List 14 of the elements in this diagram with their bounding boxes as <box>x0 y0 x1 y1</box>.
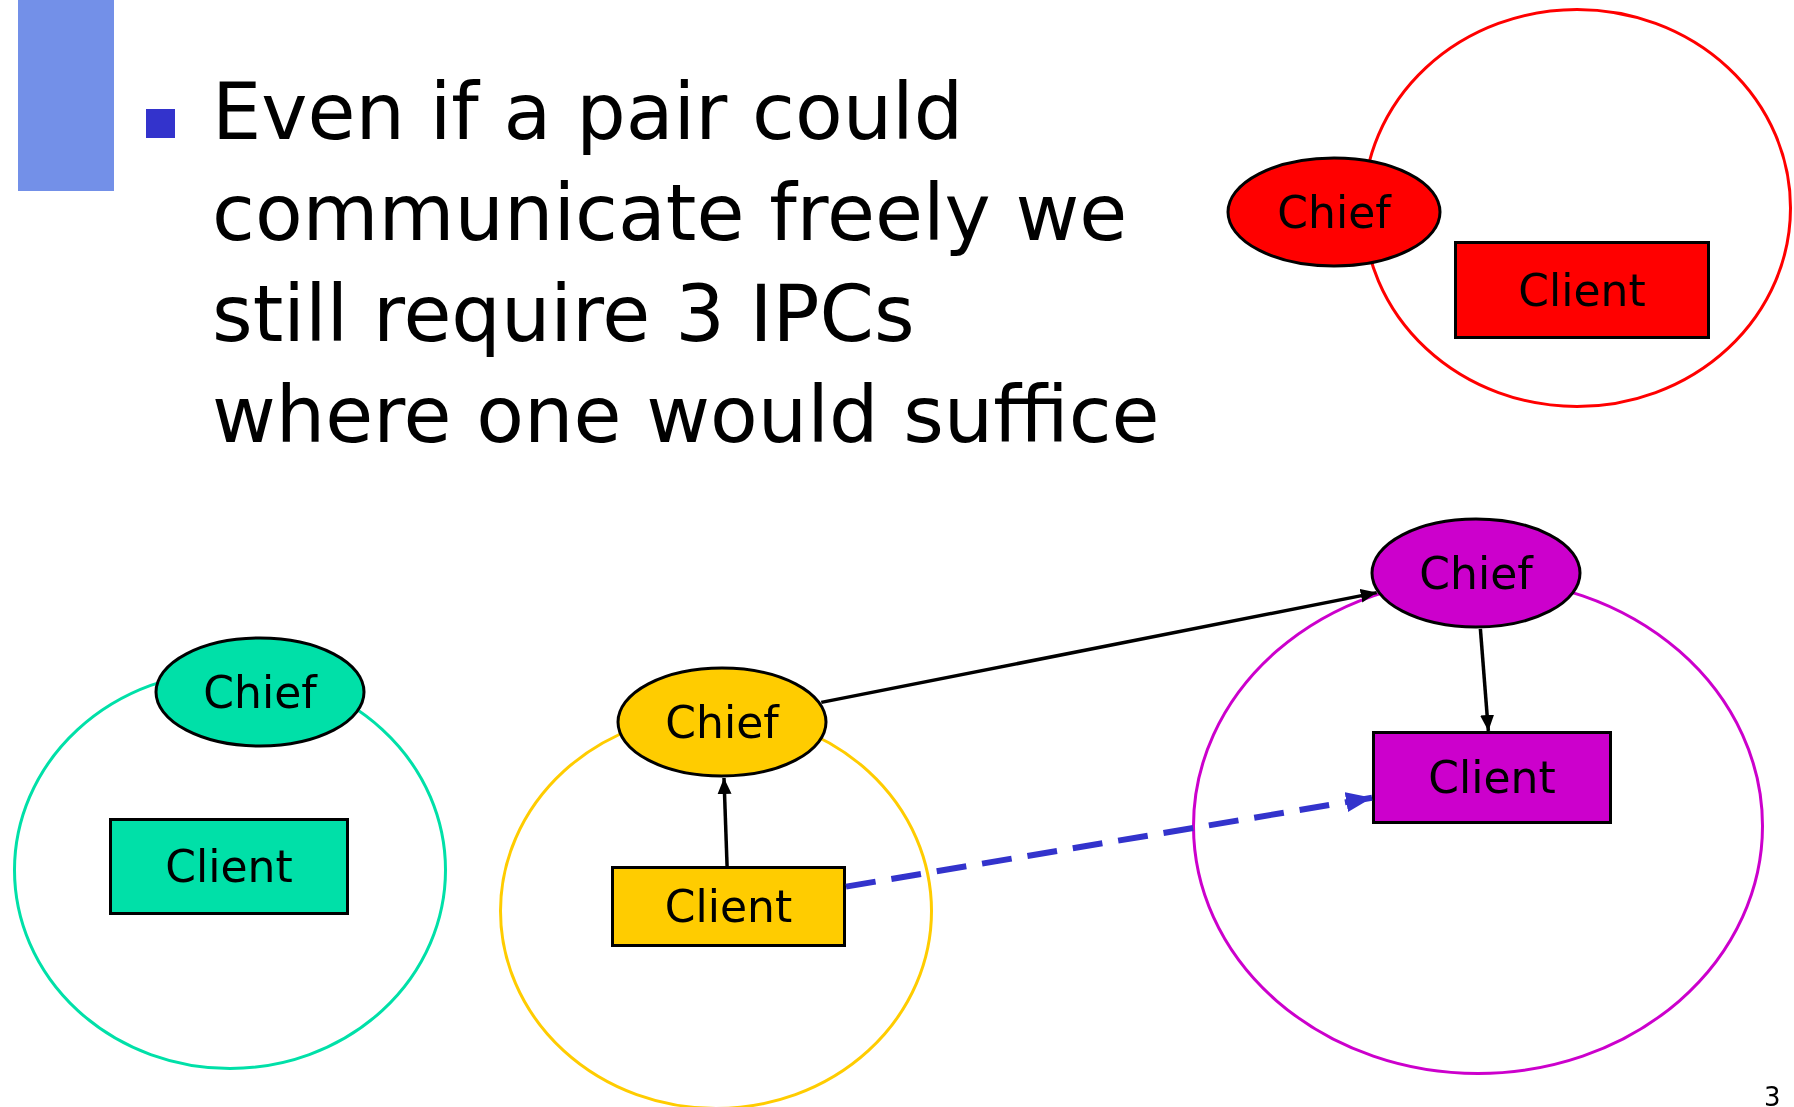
client-box: Client <box>1454 241 1710 339</box>
client-box: Client <box>611 866 846 947</box>
node-label: Chief <box>203 666 317 718</box>
node-label: Chief <box>1277 186 1391 238</box>
client-box: Client <box>1372 731 1612 824</box>
client-box: Client <box>109 818 349 915</box>
arrow <box>820 588 1378 705</box>
node-label: Chief <box>1419 547 1533 599</box>
arrow <box>1478 628 1495 732</box>
arrow <box>717 777 732 867</box>
page-number: 3 <box>1764 1082 1781 1107</box>
arrow <box>845 792 1373 890</box>
bullet-text: Even if a pair could communicate freely we still require 3 IPCs where one would suffice <box>212 66 1161 462</box>
node-label: Chief <box>665 696 779 748</box>
